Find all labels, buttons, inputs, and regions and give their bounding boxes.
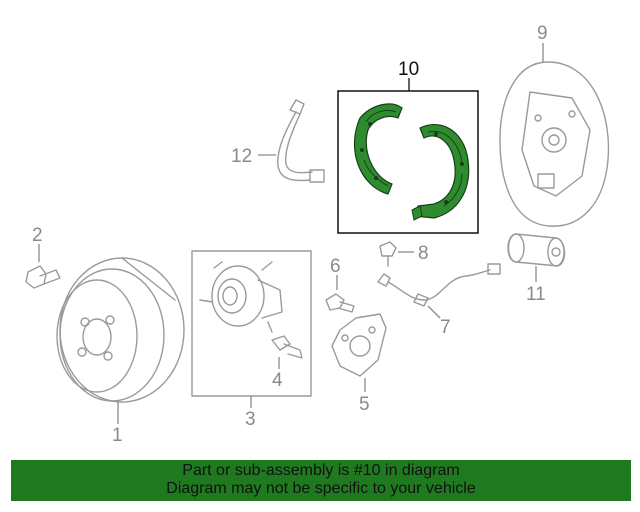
abs-sensor-wire[interactable] bbox=[377, 263, 501, 307]
brake-hose[interactable] bbox=[277, 99, 325, 183]
callout-6[interactable]: 6 bbox=[330, 256, 341, 277]
brake-drum[interactable] bbox=[56, 257, 185, 403]
callout-5[interactable]: 5 bbox=[359, 394, 370, 415]
parking-brake-shoe-right[interactable] bbox=[411, 123, 470, 221]
callout-11[interactable]: 11 bbox=[526, 284, 546, 305]
mounting-bolt[interactable] bbox=[325, 293, 355, 313]
parking-brake-shoe-left[interactable] bbox=[353, 103, 403, 195]
sensor-bolt[interactable] bbox=[379, 241, 397, 267]
leader-line-7 bbox=[427, 305, 441, 319]
hub-bolt[interactable] bbox=[271, 335, 303, 359]
backing-plate[interactable] bbox=[499, 61, 610, 227]
hub-bearing[interactable] bbox=[199, 261, 283, 333]
brake-shoe-box bbox=[337, 90, 479, 234]
lug-bolt[interactable] bbox=[25, 265, 61, 289]
info-banner: Part or sub-assembly is #10 in diagram D… bbox=[11, 460, 631, 501]
callout-7[interactable]: 7 bbox=[440, 317, 451, 338]
callout-9[interactable]: 9 bbox=[537, 23, 548, 44]
hub-assembly-box bbox=[191, 250, 312, 397]
callout-10[interactable]: 10 bbox=[398, 59, 419, 80]
mounting-plate[interactable] bbox=[331, 313, 387, 377]
wheel-cylinder[interactable] bbox=[507, 233, 566, 267]
callout-12[interactable]: 12 bbox=[231, 146, 252, 167]
callout-3[interactable]: 3 bbox=[245, 409, 256, 430]
callout-8[interactable]: 8 bbox=[418, 243, 429, 264]
banner-line-2: Diagram may not be specific to your vehi… bbox=[166, 480, 476, 497]
callout-1[interactable]: 1 bbox=[112, 425, 123, 446]
banner-line-1: Part or sub-assembly is #10 in diagram bbox=[182, 462, 460, 479]
callout-2[interactable]: 2 bbox=[32, 225, 43, 246]
callout-4[interactable]: 4 bbox=[272, 370, 283, 391]
